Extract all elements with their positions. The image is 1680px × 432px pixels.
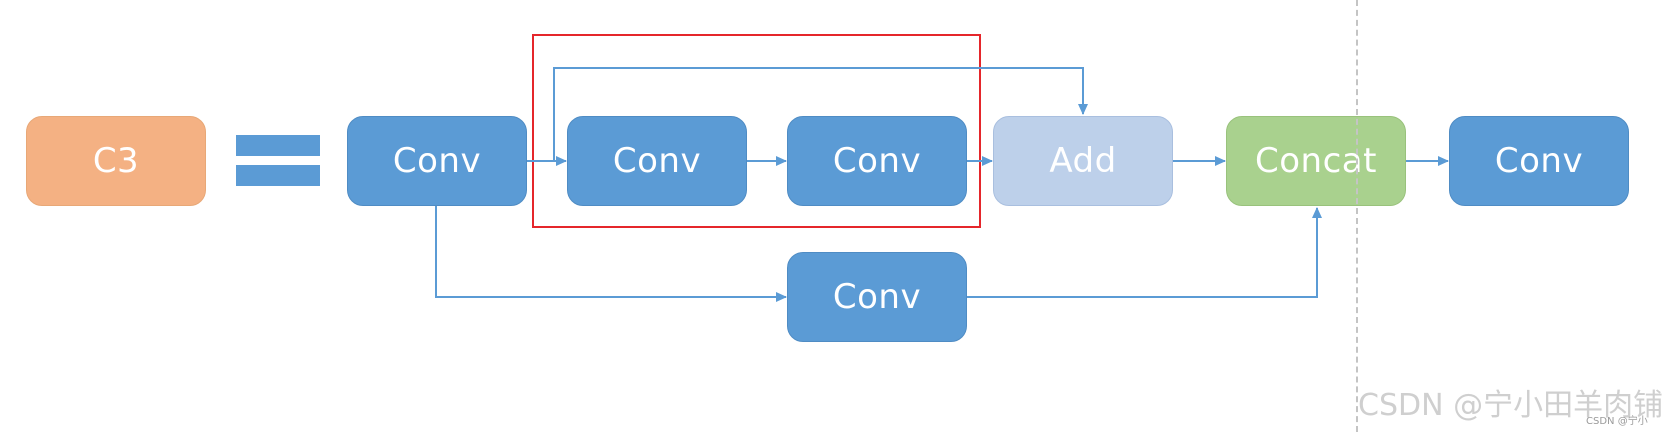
equals-bar-top [236,135,320,156]
add-block: Add [993,116,1173,206]
c3-label: C3 [92,141,140,181]
conv-bottleneck-1-block: Conv [567,116,747,206]
arrow-branch-to-concat [967,207,1322,298]
conv-output-block: Conv [1449,116,1629,206]
conv-bottleneck-2-block: Conv [787,116,967,206]
conv-bottleneck-2-label: Conv [832,141,922,181]
conv-main-label: Conv [392,141,482,181]
conv-branch-block: Conv [787,252,967,342]
concat-block: Concat [1226,116,1406,206]
add-label: Add [1049,141,1117,181]
conv-main-block: Conv [347,116,527,206]
concat-label: Concat [1255,141,1377,181]
csdn-watermark: CSDN @宁小田羊肉铺 [1358,388,1664,423]
c3-block: C3 [26,116,206,206]
arrow-residual-skip [553,67,1088,161]
bottleneck-highlight-frame [532,34,981,228]
csdn-watermark-small: CSDN @宁小 [1586,416,1648,427]
conv-bottleneck-1-label: Conv [612,141,702,181]
conv-output-label: Conv [1494,141,1584,181]
dashed-divider [1356,0,1358,432]
conv-branch-label: Conv [832,277,922,317]
equals-bar-bottom [236,165,320,186]
arrow-conv-to-branch [435,206,787,302]
